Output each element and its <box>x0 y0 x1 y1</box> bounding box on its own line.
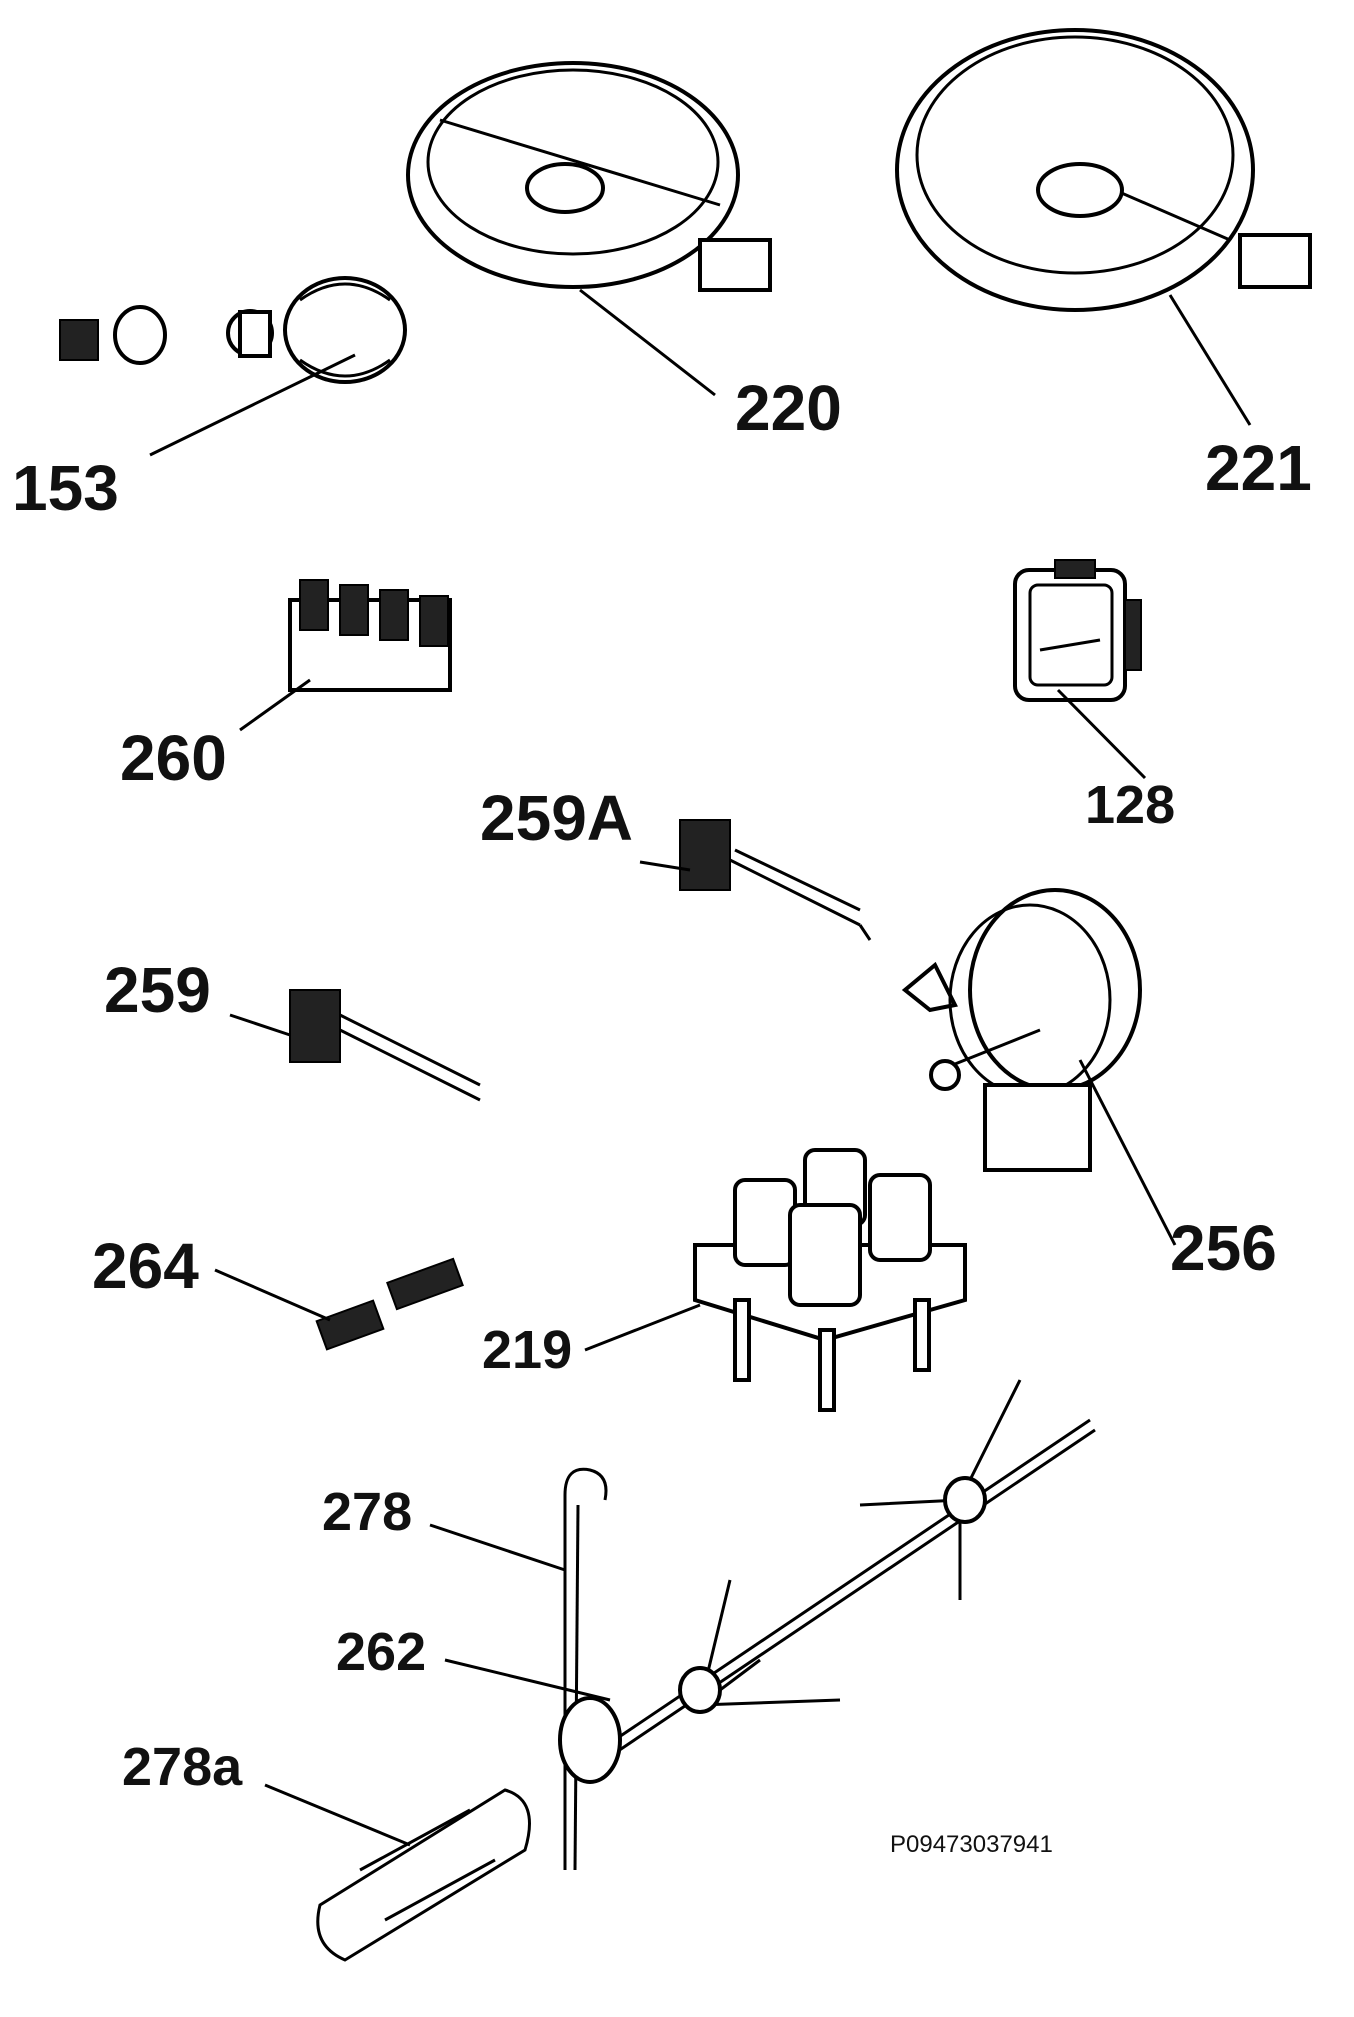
label-262: 262 <box>336 1622 426 1682</box>
label-278: 278 <box>322 1482 412 1542</box>
part-278-rod <box>563 1467 608 1871</box>
label-259: 259 <box>104 954 211 1026</box>
part-219-capacitor-block <box>693 1148 967 1412</box>
label-256: 256 <box>1170 1212 1277 1284</box>
part-264-connector <box>315 1257 464 1351</box>
part-153-control-knob <box>59 276 407 384</box>
leader-256 <box>1078 1059 1177 1246</box>
reference-code: P09473037941 <box>890 1831 1053 1858</box>
leader-264 <box>214 1268 331 1322</box>
label-259a: 259A <box>480 782 633 854</box>
leader-259 <box>229 1013 291 1037</box>
leader-221 <box>1168 294 1252 426</box>
part-259-switch <box>289 989 481 1102</box>
leader-220 <box>579 288 716 397</box>
part-260-terminal-block <box>288 579 452 692</box>
label-219: 219 <box>482 1320 572 1380</box>
part-256-fan-motor <box>901 888 1142 1172</box>
leader-262 <box>444 1658 611 1702</box>
label-260: 260 <box>120 722 227 794</box>
part-259a-switch <box>679 819 861 927</box>
leader-278a <box>264 1783 411 1847</box>
leader-259a <box>639 860 872 941</box>
label-220: 220 <box>735 372 842 444</box>
part-221-heating-element <box>895 28 1312 312</box>
label-264: 264 <box>92 1230 199 1302</box>
leader-260 <box>239 678 311 732</box>
part-278a-handle <box>316 1788 531 1962</box>
label-128: 128 <box>1085 775 1175 835</box>
label-221: 221 <box>1205 432 1312 504</box>
part-220-heating-element <box>406 61 772 292</box>
label-153: 153 <box>12 452 119 524</box>
leader-128 <box>1056 688 1147 780</box>
leader-219 <box>584 1303 701 1352</box>
part-262-spit <box>558 1379 1096 1784</box>
leader-153 <box>149 353 356 457</box>
leader-278 <box>429 1523 566 1572</box>
label-278a: 278a <box>122 1737 243 1797</box>
part-128-relay <box>1013 559 1142 702</box>
